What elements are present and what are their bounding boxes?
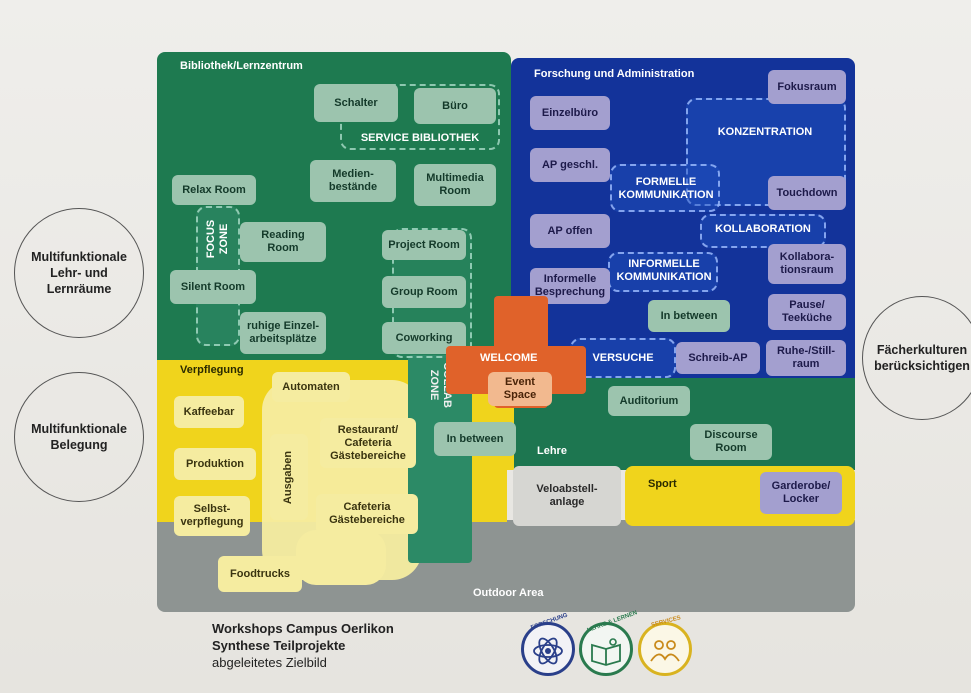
- selbstverpflegung-room: Selbst- verpflegung: [174, 496, 250, 536]
- food-court-area-lower: [296, 530, 386, 585]
- lehre-lernen-badge: LEHRE & LERNEN: [579, 610, 638, 676]
- book-icon: [591, 638, 621, 666]
- kaffeebar-room: Kaffeebar: [174, 396, 244, 428]
- silent-room: Silent Room: [170, 270, 256, 304]
- in-between-mid-room: In between: [434, 422, 516, 456]
- bibliothek-label: Bibliothek/Lernzentrum: [180, 60, 303, 72]
- reading-room: Reading Room: [240, 222, 326, 262]
- circle-faecherkulturen: Fächerkulturen berücksichtigen: [862, 296, 971, 420]
- circle-belegung: Multifunktionale Belegung: [14, 372, 144, 502]
- forschung-badge: FORSCHUNG: [521, 613, 575, 676]
- lehre-label: Lehre: [537, 445, 567, 457]
- verpflegung-label: Verpflegung: [180, 364, 244, 376]
- in-between-top-room: In between: [648, 300, 730, 332]
- ruhe-stillraum-room: Ruhe-/Still- raum: [766, 340, 846, 376]
- informelle-label: INFORMELLE KOMMUNIKATION: [616, 258, 712, 283]
- kollaboration-label: KOLLABORATION: [715, 223, 811, 235]
- informelle-besprechung-room: Informelle Besprechung: [530, 268, 610, 304]
- outdoor-label: Outdoor Area: [473, 587, 544, 599]
- auditorium-room: Auditorium: [608, 386, 690, 416]
- formelle-zone: [610, 164, 720, 212]
- ausgaben-room: Ausgaben: [270, 434, 308, 520]
- ruhige-einzelarbeitsplaetze: ruhige Einzel- arbeitsplätze: [240, 312, 326, 354]
- produktion-room: Produktion: [174, 448, 256, 480]
- coworking-room: Coworking: [382, 322, 466, 354]
- footer-line1: Workshops Campus Oerlikon: [212, 621, 394, 636]
- veloabstellanlage-room: Veloabstell- anlage: [513, 466, 621, 526]
- formelle-label: FORMELLE KOMMUNIKATION: [618, 176, 714, 201]
- services-badge: SERVICES: [638, 615, 692, 676]
- welcome-label: WELCOME: [480, 352, 538, 364]
- forschung-label: Forschung und Administration: [534, 68, 695, 80]
- project-room: Project Room: [382, 230, 466, 260]
- ap-geschl-room: AP geschl.: [530, 148, 610, 182]
- footer-title: Workshops Campus Oerlikon Synthese Teilp…: [212, 620, 394, 671]
- relax-room: Relax Room: [172, 175, 256, 205]
- ap-offen-room: AP offen: [530, 214, 610, 248]
- foodtrucks-room: Foodtrucks: [218, 556, 302, 592]
- schreib-ap-room: Schreib-AP: [676, 342, 760, 374]
- automaten-room: Automaten: [272, 372, 350, 402]
- sport-label: Sport: [648, 478, 677, 490]
- touchdown-room: Touchdown: [768, 176, 846, 210]
- kollaboration-zone: [700, 214, 826, 248]
- people-icon: [650, 640, 680, 662]
- garderobe-room: Garderobe/ Locker: [760, 472, 842, 514]
- circle-lehr-lern: Multifunktionale Lehr- und Lernräume: [14, 208, 144, 338]
- focus-zone-label: FOCUS ZONE: [205, 219, 230, 259]
- multimedia-room: Multimedia Room: [414, 164, 496, 206]
- medien-room: Medien- bestände: [310, 160, 396, 202]
- einzelbuero-room: Einzelbüro: [530, 96, 610, 130]
- buero-room: Büro: [414, 88, 496, 124]
- cafeteria-room: Cafeteria Gästebereiche: [316, 494, 418, 534]
- footer-line3: abgeleitetes Zielbild: [212, 655, 327, 670]
- fokusraum-room: Fokusraum: [768, 70, 846, 104]
- informelle-zone: [608, 252, 718, 292]
- restaurant-room: Restaurant/ Cafeteria Gästebereiche: [320, 418, 416, 468]
- versuche-label: VERSUCHE: [592, 352, 654, 364]
- konzentration-label: KONZENTRATION: [717, 126, 813, 138]
- pause-teekueche-room: Pause/ Teeküche: [768, 294, 846, 330]
- schalter-room: Schalter: [314, 84, 398, 122]
- ausgaben-label: Ausgaben: [282, 450, 295, 504]
- event-space-room: Event Space: [488, 372, 552, 406]
- footer-line2: Synthese Teilprojekte: [212, 638, 346, 653]
- group-room: Group Room: [382, 276, 466, 308]
- kollaborationsraum-room: Kollabora- tionsraum: [768, 244, 846, 284]
- discourse-room: Discourse Room: [690, 424, 772, 460]
- service-bibliothek-label: SERVICE BIBLIOTHEK: [360, 132, 480, 144]
- atom-icon: [533, 637, 563, 665]
